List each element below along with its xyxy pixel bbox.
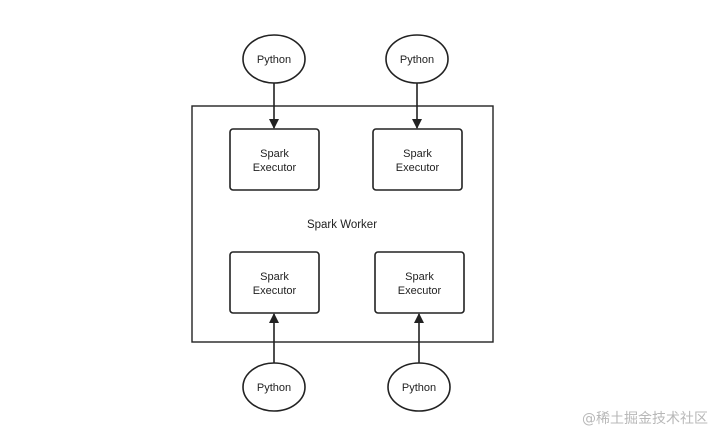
python-node: Python bbox=[387, 362, 451, 412]
python-label: Python bbox=[257, 382, 291, 394]
executor-label-line2: Executor bbox=[398, 285, 442, 297]
spark-worker-box bbox=[191, 105, 494, 343]
executor-label-line2: Executor bbox=[253, 162, 297, 174]
spark-executor-node: Spark Executor bbox=[372, 128, 463, 191]
spark-executor-node: Spark Executor bbox=[374, 251, 465, 314]
spark-executor-node: Spark Executor bbox=[229, 128, 320, 191]
python-label: Python bbox=[400, 54, 434, 66]
python-node: Python bbox=[385, 34, 449, 84]
python-label: Python bbox=[402, 382, 436, 394]
spark-worker-label: Spark Worker bbox=[307, 219, 377, 231]
python-label: Python bbox=[257, 54, 291, 66]
executor-label-line1: Spark bbox=[260, 148, 289, 160]
python-node: Python bbox=[242, 362, 306, 412]
executor-box bbox=[229, 128, 320, 191]
watermark-text: @稀土掘金技术社区 bbox=[582, 411, 708, 427]
executor-label-line2: Executor bbox=[396, 162, 440, 174]
executor-label-line1: Spark bbox=[260, 271, 289, 283]
executor-label-line1: Spark bbox=[403, 148, 432, 160]
executor-label-line1: Spark bbox=[405, 271, 434, 283]
spark-executor-node: Spark Executor bbox=[229, 251, 320, 314]
executor-label-line2: Executor bbox=[253, 285, 297, 297]
executor-box bbox=[372, 128, 463, 191]
python-node: Python bbox=[242, 34, 306, 84]
